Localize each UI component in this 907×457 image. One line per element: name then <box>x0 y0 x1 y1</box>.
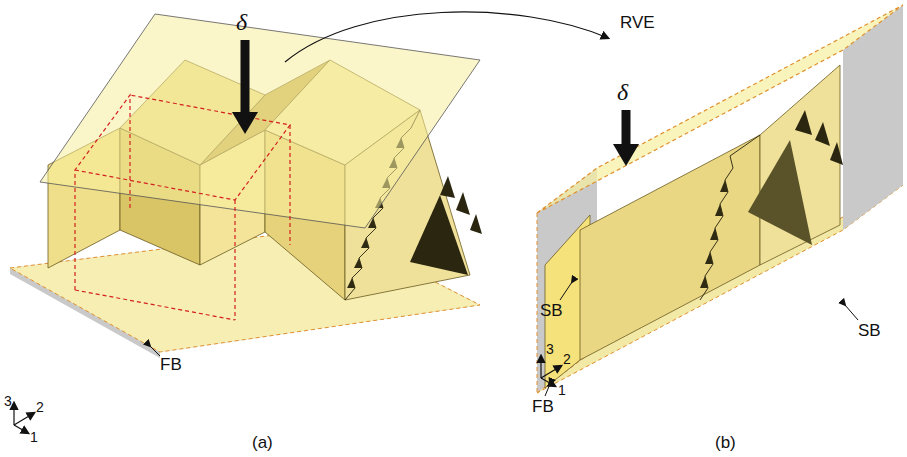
load-symbol: δ <box>617 80 628 104</box>
panel-label: (a) <box>252 434 273 451</box>
boundary-label: FB <box>532 398 554 415</box>
axis-label: 1 <box>558 383 566 397</box>
panel-label: (b) <box>715 434 736 451</box>
axis-label: 2 <box>563 352 571 366</box>
axis-label: 2 <box>36 400 44 414</box>
boundary-label: SB <box>858 322 881 339</box>
axis-label: 3 <box>4 394 12 408</box>
load-symbol: δ <box>236 10 247 34</box>
boundary-label: FB <box>160 356 182 373</box>
axis-label: 1 <box>30 430 38 444</box>
boundary-label: SB <box>540 302 563 319</box>
axis-label: 3 <box>546 342 554 356</box>
rve-label: RVE <box>620 14 655 31</box>
